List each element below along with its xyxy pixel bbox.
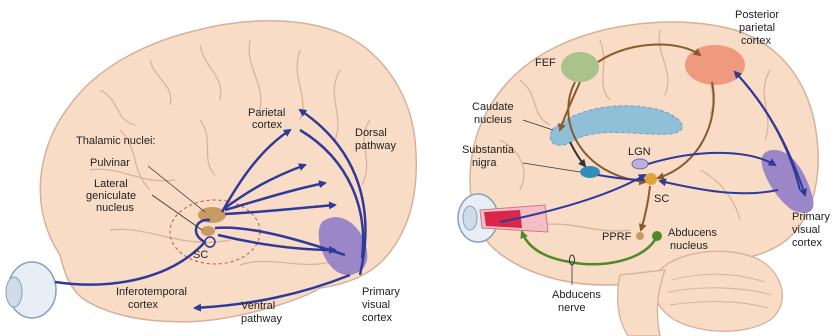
sc-node (645, 173, 657, 185)
label-substantia-2: nigra (472, 157, 497, 169)
label-caudate-1: Caudate (472, 101, 514, 113)
label-parietal-1: Parietal (248, 107, 285, 119)
label-primary-2-right: visual (792, 224, 820, 236)
left-lgn (201, 226, 215, 236)
lgn-node (632, 159, 648, 169)
right-panel: Posterior parietal cortex FEF Caudate nu… (458, 9, 830, 336)
right-brainstem (618, 270, 665, 336)
label-sc-left: SC (193, 249, 208, 261)
pprf-node (636, 232, 644, 240)
label-primary-3-right: cortex (792, 237, 822, 249)
label-abducens-nucleus-1: Abducens (668, 227, 717, 239)
left-eye (6, 262, 56, 318)
label-abducens-nerve-1: Abducens (552, 289, 601, 301)
label-posterior-1: Posterior (735, 9, 779, 21)
substantia-nigra (580, 166, 600, 178)
fef-region (561, 52, 599, 82)
label-posterior-2: parietal (739, 22, 775, 34)
label-parietal-2: cortex (252, 119, 282, 131)
label-inferotemporal-2: cortex (128, 299, 158, 311)
label-inferotemporal-1: Inferotemporal (116, 286, 187, 298)
label-abducens-nucleus-2: nucleus (670, 240, 708, 252)
label-primary-3-left: cortex (362, 312, 392, 324)
left-brain-outline (40, 21, 416, 322)
label-primary-1-right: Primary (792, 211, 830, 223)
label-substantia-1: Substantia (462, 144, 515, 156)
label-dorsal-2: pathway (355, 140, 396, 152)
label-pprf: PPRF (602, 231, 632, 243)
label-ventral-1: Ventral (241, 300, 275, 312)
label-ventral-2: pathway (241, 313, 282, 325)
label-sc-right: SC (654, 193, 669, 205)
label-lgn-3: nucleus (96, 202, 134, 214)
label-lgn-1: Lateral (94, 178, 128, 190)
label-posterior-3: cortex (741, 35, 771, 47)
label-lgn-2: geniculate (86, 190, 136, 202)
label-primary-2-left: visual (362, 299, 390, 311)
left-panel: Thalamic nuclei: Pulvinar Lateral genicu… (6, 21, 416, 325)
abducens-nucleus-node (652, 231, 662, 241)
label-pulvinar: Pulvinar (90, 157, 130, 169)
label-primary-1-left: Primary (362, 286, 400, 298)
label-caudate-2: nucleus (474, 114, 512, 126)
label-fef: FEF (535, 57, 556, 69)
label-dorsal-1: Dorsal (355, 127, 387, 139)
label-lgn-right: LGN (628, 146, 651, 158)
label-abducens-nerve-2: nerve (558, 302, 586, 314)
label-thalamic-nuclei: Thalamic nuclei: (76, 135, 155, 147)
